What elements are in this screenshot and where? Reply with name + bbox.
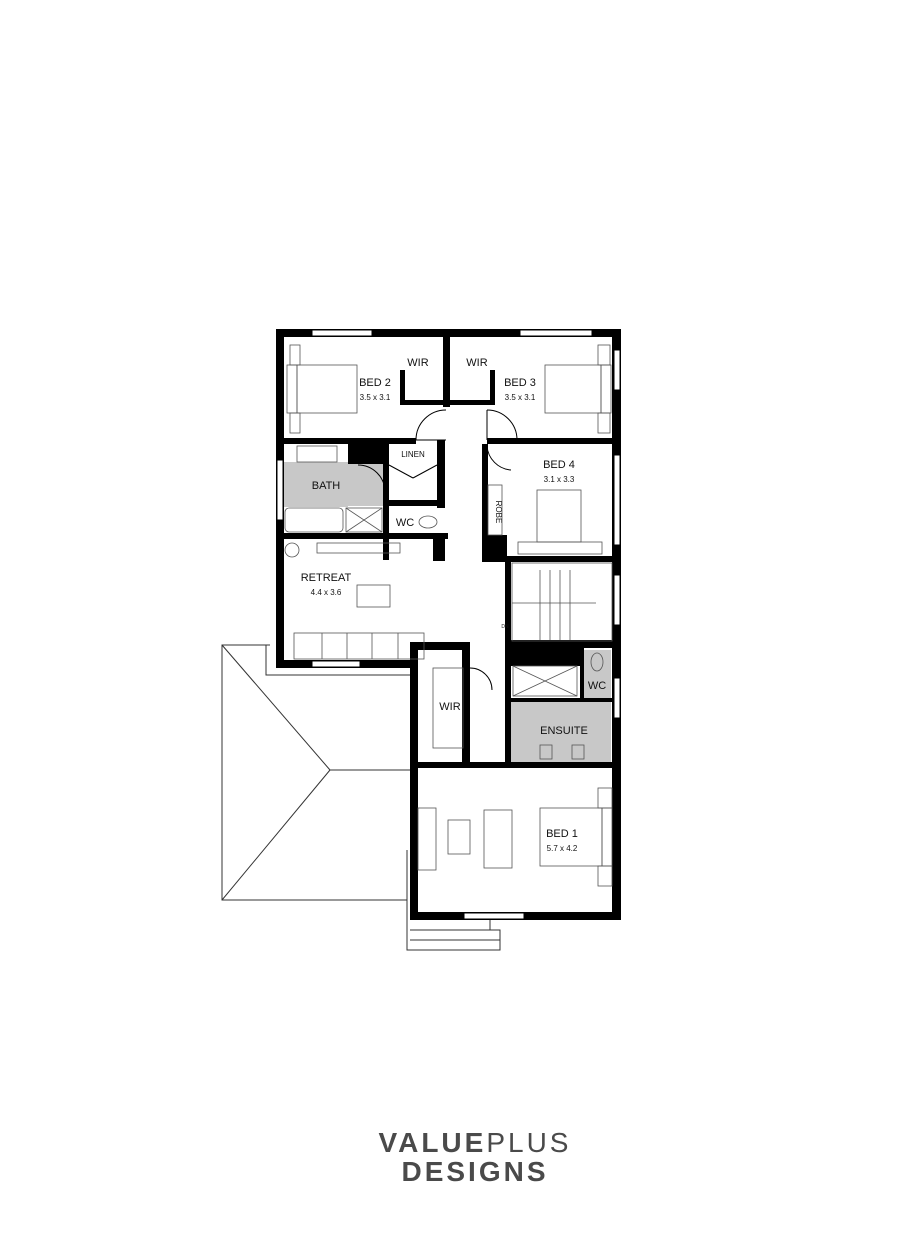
retreat-size: 4.4 x 3.6 [311, 588, 342, 597]
bed2-size: 3.5 x 3.1 [360, 393, 391, 402]
logo-plus-text: PLUS [486, 1127, 572, 1158]
bed4-size: 3.1 x 3.3 [544, 475, 575, 484]
ensuite-wc-floor [583, 650, 611, 702]
robe-label: ROBE [494, 501, 503, 524]
stair-dn-label: DN [501, 624, 509, 630]
brand-logo-line1: VALUEPLUS [300, 1127, 650, 1159]
bath-label: BATH [312, 480, 341, 492]
bed3-label: BED 3 [504, 377, 536, 389]
wc-main-label: WC [396, 517, 414, 529]
wc-ensuite-label: WC [588, 680, 606, 692]
linen-label: LINEN [401, 450, 425, 459]
retreat-label: RETREAT [301, 572, 352, 584]
roof-outline [221, 644, 410, 901]
logo-value-text: VALUE [378, 1127, 487, 1158]
bed2-label: BED 2 [359, 377, 391, 389]
brand-logo-line2: DESIGNS [401, 1156, 549, 1187]
porch-outline [406, 850, 501, 951]
room-labels: BED 2 3.5 x 3.1 BED 3 3.5 x 3.1 WIR WIR … [301, 357, 606, 853]
furniture [284, 344, 613, 887]
wir-bed1-label: WIR [439, 701, 460, 713]
door-swings [357, 409, 518, 691]
ensuite-label: ENSUITE [540, 725, 588, 737]
wir-bed2-label: WIR [407, 357, 428, 369]
bed1-size: 5.7 x 4.2 [547, 844, 578, 853]
bed3-size: 3.5 x 3.1 [505, 393, 536, 402]
bed4-label: BED 4 [543, 459, 575, 471]
windows [276, 329, 621, 920]
bed1-label: BED 1 [546, 828, 578, 840]
ensuite-floor [511, 700, 611, 762]
wir-bed3-label: WIR [466, 357, 487, 369]
bath-area [283, 462, 383, 506]
